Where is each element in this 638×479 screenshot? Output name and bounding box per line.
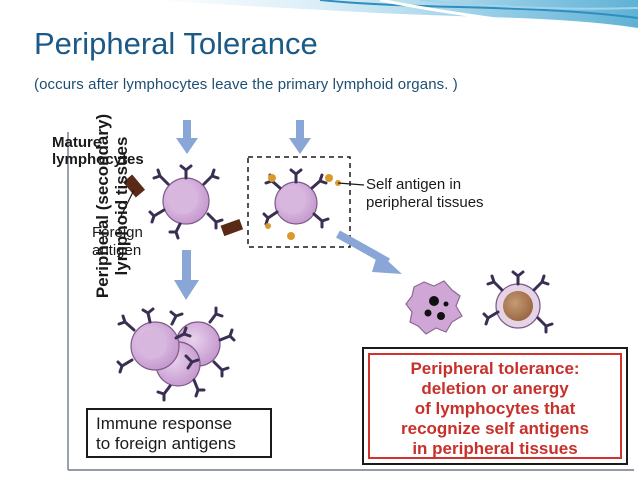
proliferating-lymphocyte-cluster bbox=[116, 306, 236, 402]
self-antigen-dashed-box bbox=[247, 156, 351, 248]
foreign-antigen-label: Foreign antigen bbox=[92, 224, 143, 259]
self-antigen-pointer bbox=[337, 182, 365, 186]
apoptotic-cell bbox=[405, 280, 463, 335]
peripheral-tolerance-box: Peripheral tolerance: deletion or anergy… bbox=[362, 347, 628, 465]
self-reactive-lymphocyte-cell bbox=[262, 168, 341, 240]
mature-lymphocyte-cell bbox=[148, 164, 224, 240]
self-antigen-label: Self antigen in peripheral tissues bbox=[366, 176, 484, 211]
peripheral-lymphoid-tissues-axis-label: Peripheral (secondary) lymphoid tissues bbox=[93, 113, 131, 299]
entry-arrow-right bbox=[289, 120, 311, 154]
foreign-antigen-pointer bbox=[117, 189, 135, 223]
slide-subtitle: (occurs after lymphocytes leave the prim… bbox=[34, 76, 458, 93]
activation-arrow bbox=[174, 250, 199, 300]
entry-arrow-left bbox=[176, 120, 198, 154]
mature-lymphocytes-label: Mature lymphocytes bbox=[52, 134, 144, 168]
peripheral-tolerance-text: Peripheral tolerance: deletion or anergy… bbox=[368, 353, 622, 459]
header-wave-decoration bbox=[150, 0, 638, 42]
tolerance-arrow bbox=[336, 230, 402, 274]
immune-response-box: Immune response to foreign antigens bbox=[86, 408, 272, 458]
anergic-lymphocyte-cell bbox=[482, 270, 554, 334]
slide-title: Peripheral Tolerance bbox=[34, 26, 318, 61]
tolerance-diagram bbox=[67, 120, 634, 471]
foreign-antigen-particles bbox=[122, 174, 244, 237]
